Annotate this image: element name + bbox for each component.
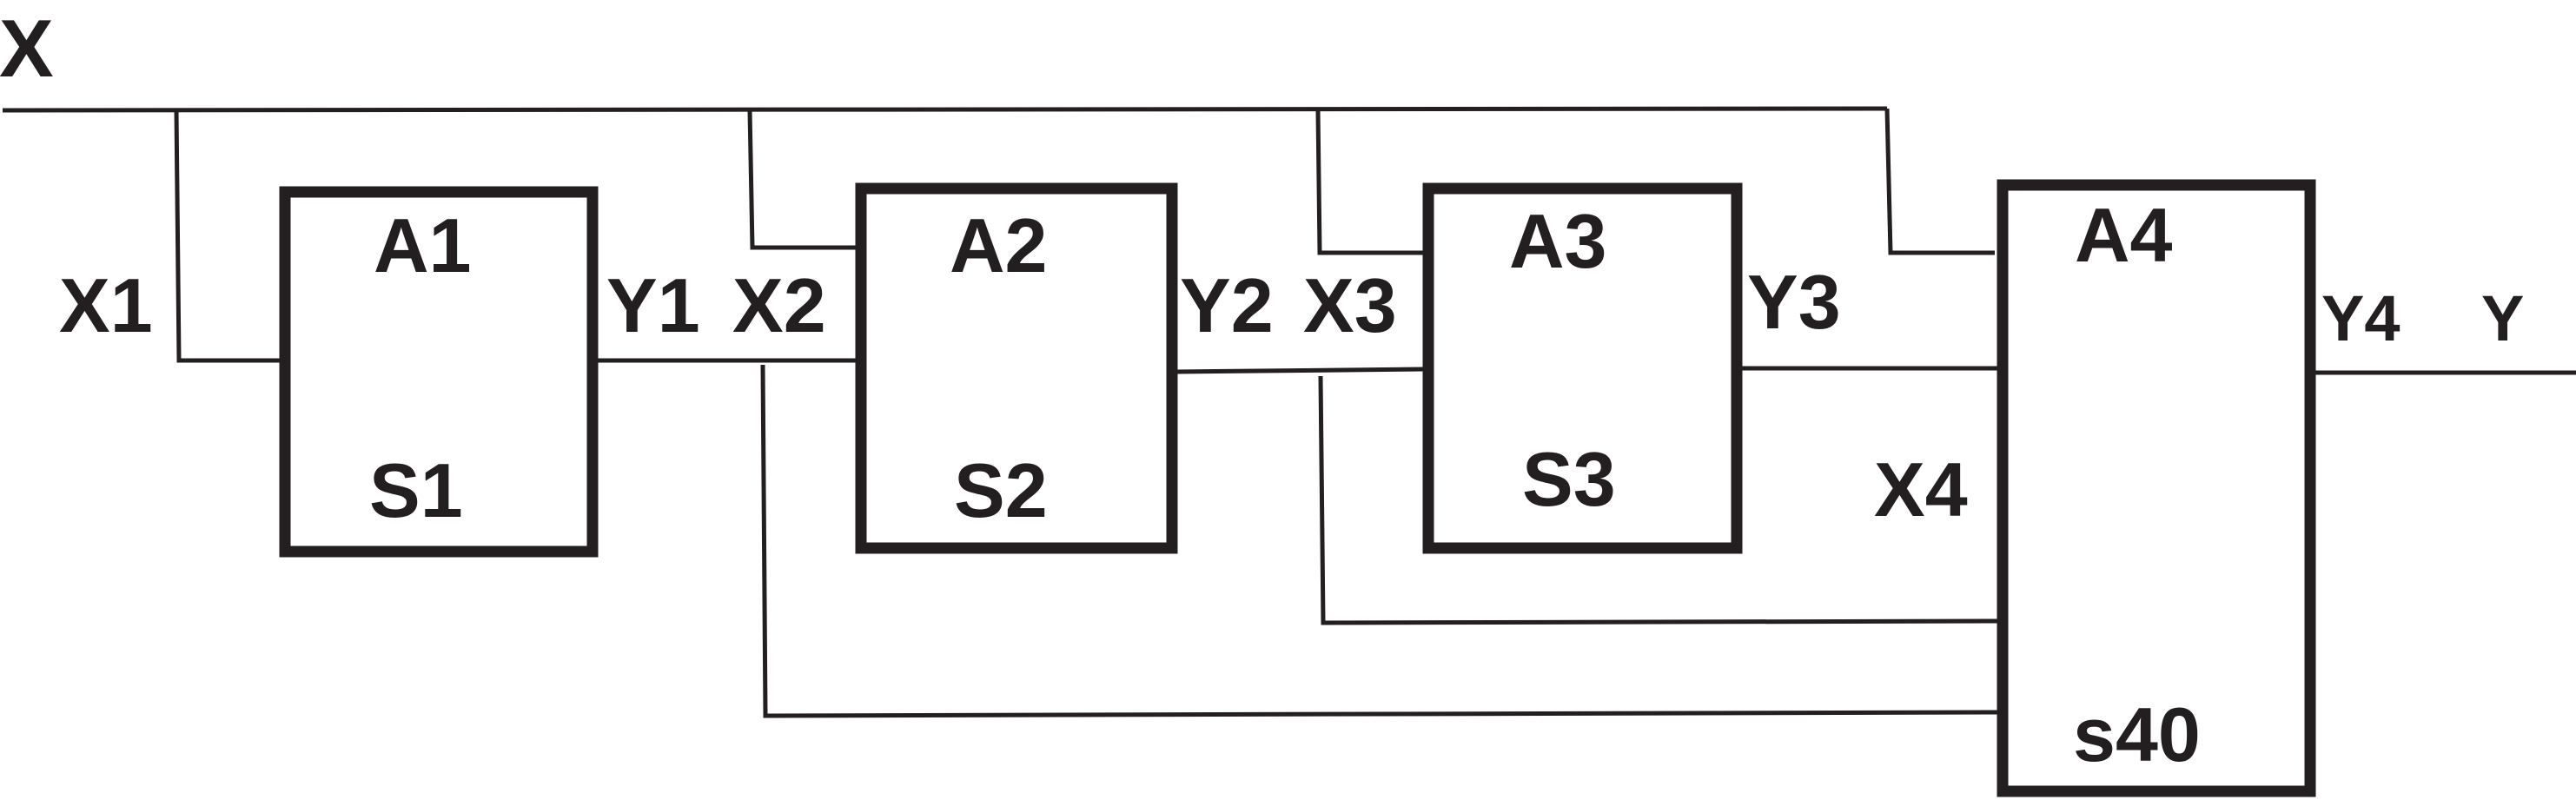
block-a4 [1997,179,2316,797]
wire-x-to-a3 [1315,109,1423,255]
wire-y2-to-a4 [1318,375,1998,625]
block-a3 [1422,182,1743,554]
block-a1 [279,186,599,558]
block-name-a1: A1 [374,202,472,288]
blocks [279,179,2316,797]
block-state-s1: S1 [369,447,463,533]
wires [2,106,2576,718]
output-label-y2: Y2 [1180,262,1274,348]
input-label-x1: X1 [59,262,153,348]
output-label-y1: Y1 [606,262,700,348]
input-label-x2: X2 [732,262,826,348]
wire-y1-to-a4 [760,364,1998,718]
block-state-s3: S3 [1522,436,1616,522]
wire-x-to-a1 [174,109,280,363]
block-name-a4: A4 [2075,192,2173,278]
output-label: Y [2481,282,2524,354]
input-bus [2,106,1888,113]
output-label-y4: Y4 [2321,282,2401,354]
input-label: X [0,3,54,94]
input-label-x3: X3 [1303,262,1397,348]
output-label-y3: Y3 [1747,259,1841,345]
block-name-a2: A2 [950,202,1048,288]
wire-y2-to-a3 [1176,367,1424,374]
block-name-a3: A3 [1509,198,1607,284]
block-state-s2: S2 [954,447,1048,533]
wire-x-to-a4 [1884,108,1995,255]
labels: X Y A1 S1 X1 Y1 A2 S2 X2 Y2 A3 S3 X3 Y3 … [0,3,2524,777]
input-label-x4: X4 [1874,446,1968,532]
block-state-s40: s40 [2073,691,2201,777]
block-a2 [855,182,1178,554]
wire-x-to-a2 [747,109,856,250]
